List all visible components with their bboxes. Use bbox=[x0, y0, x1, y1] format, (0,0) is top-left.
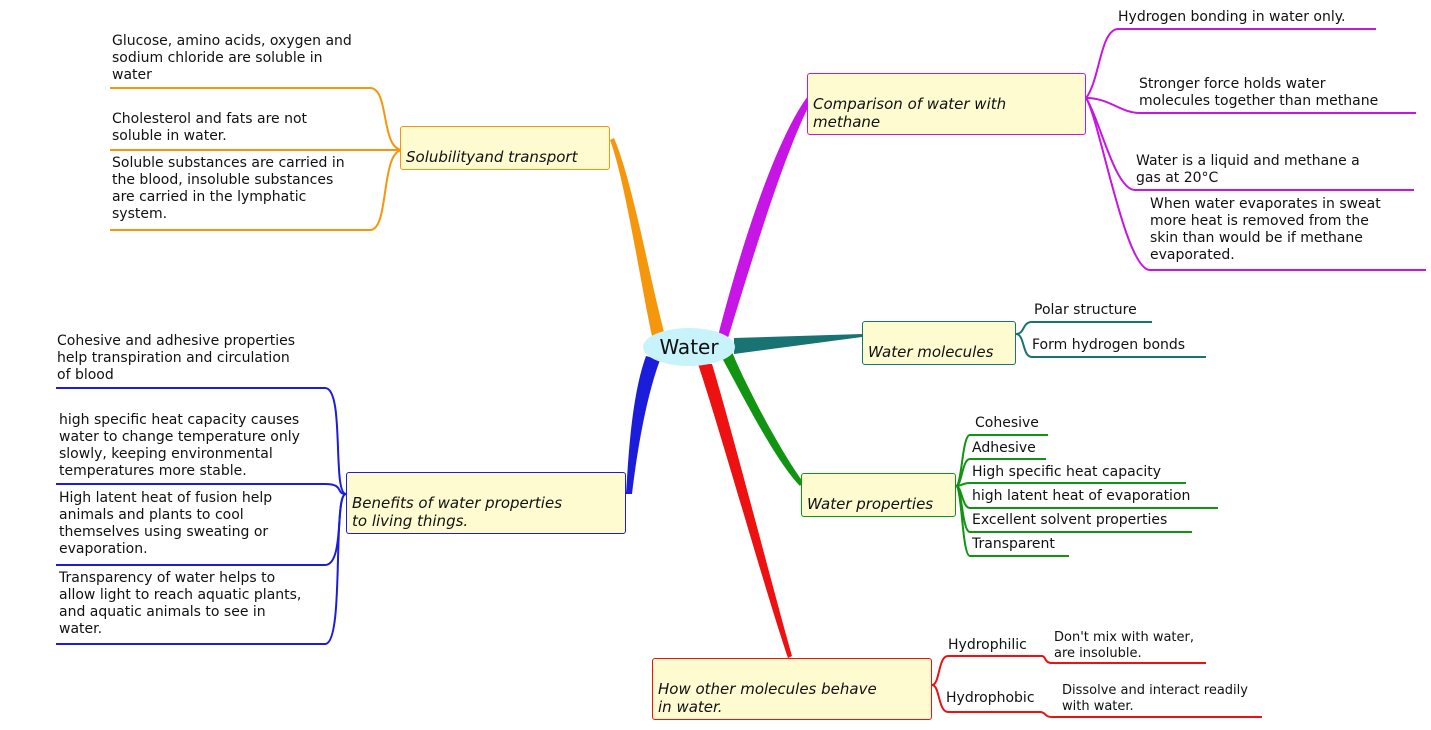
properties-connectors bbox=[722, 352, 1218, 557]
molecules-item-1: Polar structure bbox=[1034, 302, 1137, 318]
solubility-node: Solubilityand transport bbox=[400, 126, 610, 170]
behave-node: How other molecules behave in water. bbox=[652, 658, 932, 720]
benefits-node: Benefits of water properties to living t… bbox=[346, 472, 626, 534]
molecules-label: Water molecules bbox=[868, 343, 994, 361]
comparison-trunk bbox=[718, 96, 812, 338]
benefits-trunk bbox=[626, 356, 660, 494]
molecules-trunk bbox=[734, 334, 862, 354]
properties-item-3: High specific heat capacity bbox=[972, 464, 1162, 480]
properties-trunk bbox=[722, 352, 803, 486]
behave-connectors bbox=[698, 364, 1262, 718]
hydrophobic-label: Hydrophobic bbox=[946, 690, 1035, 706]
molecules-item-2: Form hydrogen bonds bbox=[1032, 337, 1186, 353]
solubility-item-1: Glucose, amino acids, oxygen and sodium … bbox=[112, 33, 352, 83]
benefits-label: Benefits of water properties to living t… bbox=[352, 494, 563, 530]
benefits-item-1: Cohesive and adhesive properties help tr… bbox=[57, 333, 296, 383]
benefits-connectors bbox=[56, 356, 660, 645]
properties-node: Water properties bbox=[801, 473, 956, 517]
hydrophilic-label: Hydrophilic bbox=[948, 637, 1027, 653]
properties-item-2: Adhesive bbox=[972, 440, 1036, 456]
benefits-item-3: High latent heat of fusion help animals … bbox=[59, 490, 273, 557]
solubility-connectors bbox=[110, 87, 664, 336]
solubility-label: Solubilityand transport bbox=[406, 148, 578, 166]
properties-item-6: Transparent bbox=[972, 536, 1055, 552]
solubility-item-2: Cholesterol and fats are not soluble in … bbox=[112, 111, 308, 144]
comparison-item-1: Hydrogen bonding in water only. bbox=[1118, 9, 1346, 25]
solubility-item-3: Soluble substances are carried in the bl… bbox=[112, 155, 345, 222]
properties-item-1: Cohesive bbox=[975, 415, 1039, 431]
central-node: Water bbox=[643, 328, 735, 366]
properties-item-5: Excellent solvent properties bbox=[972, 512, 1168, 528]
central-label: Water bbox=[659, 335, 719, 359]
comparison-item-2: Stronger force holds water molecules tog… bbox=[1139, 76, 1379, 109]
comparison-item-4: When water evaporates in sweat more heat… bbox=[1150, 196, 1381, 263]
hydrophobic-detail: Dissolve and interact readily with water… bbox=[1062, 683, 1248, 714]
benefits-item-4: Transparency of water helps to allow lig… bbox=[59, 570, 302, 637]
comparison-item-3: Water is a liquid and methane a gas at 2… bbox=[1136, 153, 1360, 186]
solubility-trunk bbox=[610, 138, 664, 336]
molecules-connectors bbox=[734, 321, 1206, 358]
properties-item-4: high latent heat of evaporation bbox=[972, 488, 1191, 504]
behave-label: How other molecules behave in water. bbox=[658, 680, 877, 716]
comparison-node: Comparison of water with methane bbox=[807, 73, 1086, 135]
comparison-connectors bbox=[718, 28, 1426, 338]
benefits-item-2: high specific heat capacity causes water… bbox=[59, 412, 300, 479]
molecules-node: Water molecules bbox=[862, 321, 1016, 365]
behave-trunk bbox=[698, 364, 792, 658]
properties-label: Water properties bbox=[807, 495, 934, 513]
hydrophilic-detail: Don't mix with water, are insoluble. bbox=[1054, 630, 1194, 661]
comparison-label: Comparison of water with methane bbox=[813, 95, 1007, 131]
